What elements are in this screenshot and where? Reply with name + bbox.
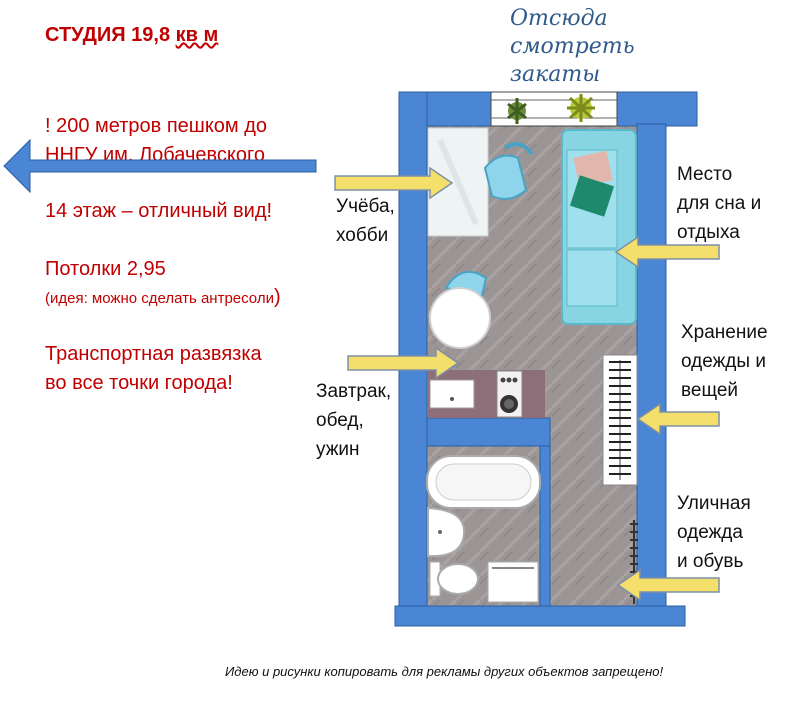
sunset-note: Отсюда смотреть закаты [510, 6, 635, 87]
zone-study-label: Учёба, хобби [336, 196, 395, 246]
zone-outerwear-label: Уличная одежда и обувь [677, 493, 751, 572]
arrow-left-icon [636, 402, 720, 436]
floor-info: 14 этаж – отличный вид! [45, 200, 273, 222]
ceiling-info: Потолки 2,95 [45, 258, 166, 280]
wardrobe [602, 354, 638, 486]
zone-storage-label: Хранение одежды и вещей [681, 322, 768, 401]
transport-line-2: во все точки города! [45, 372, 233, 394]
copyright-note: Идею и рисунки копировать для рекламы др… [225, 664, 664, 679]
back-arrow-icon [3, 138, 317, 194]
sofa [561, 129, 637, 325]
arrow-right-icon [347, 346, 460, 380]
toilet [429, 561, 479, 597]
arrow-left-icon [616, 568, 720, 602]
sink [427, 506, 466, 558]
plant-icon [507, 98, 527, 124]
ceiling-idea: (идея: можно сделать антресоли) [45, 286, 281, 308]
distance-line-1: ! 200 метров пешком до [45, 115, 268, 137]
plant-icon [567, 94, 595, 122]
dining-table [429, 287, 491, 349]
chair-icon [483, 142, 534, 200]
zone-sleep-label: Место для сна и отдыха [677, 164, 762, 243]
zone-meals-label: Завтрак, обед, ужин [316, 381, 392, 460]
arrow-left-icon [614, 235, 720, 269]
transport-info: Транспортная развязка во все точки город… [45, 340, 262, 398]
bathtub [426, 455, 541, 509]
listing-title: СТУДИЯ 19,8 кв м [45, 24, 219, 46]
kitchen-counter [427, 370, 545, 418]
transport-line-1: Транспортная развязка [45, 343, 262, 365]
washing-machine [487, 561, 539, 603]
arrow-right-icon [334, 166, 454, 200]
